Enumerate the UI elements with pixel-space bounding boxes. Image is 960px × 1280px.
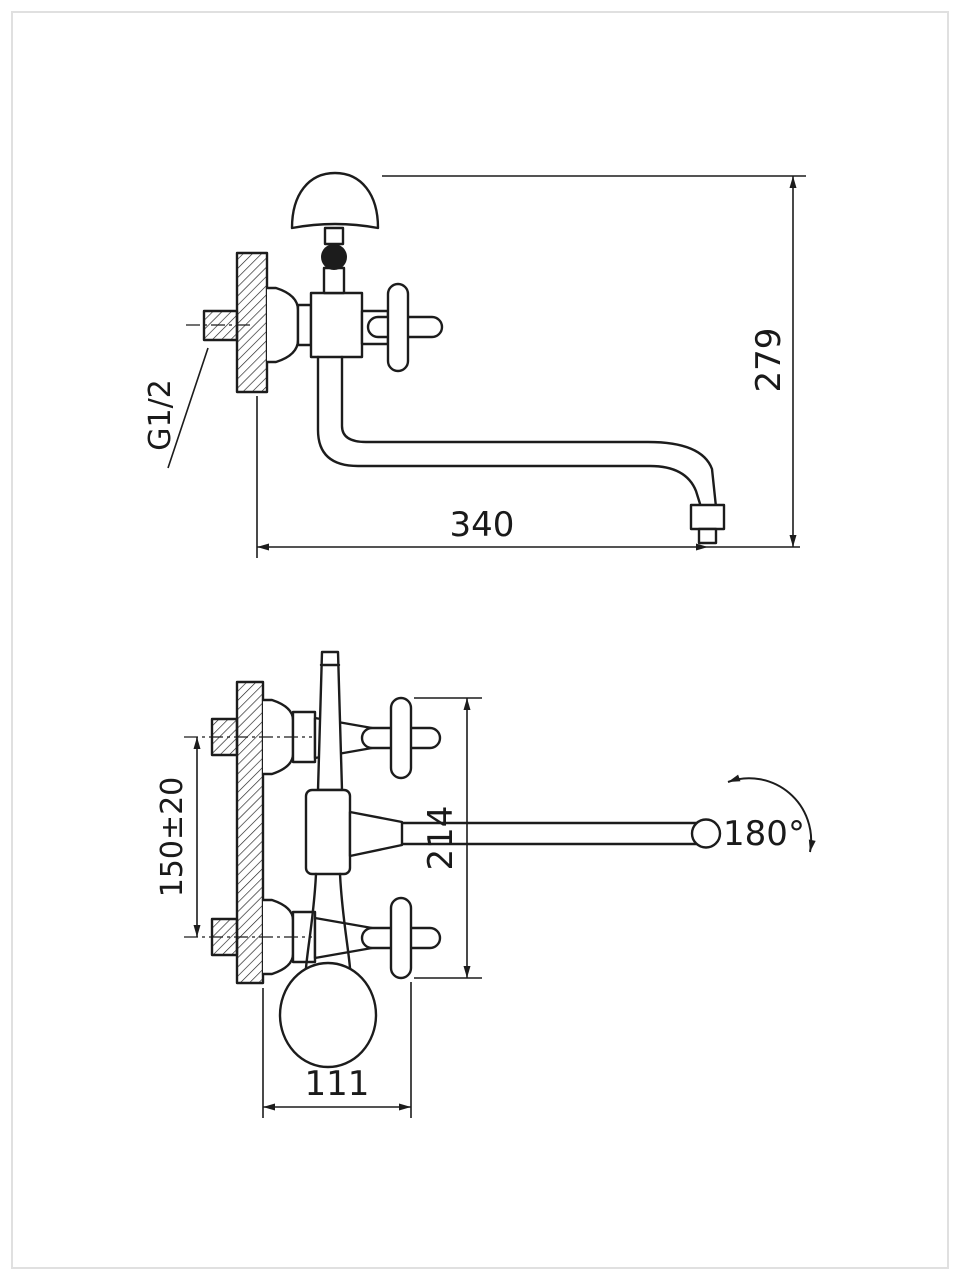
cross-handle-top-vertical — [389, 696, 413, 780]
dimension-150-label: 150±20 — [155, 777, 190, 898]
thread-size-label: G1/2 — [143, 379, 178, 451]
mixer-body-plan — [304, 788, 352, 876]
spout-nozzle-tip — [697, 527, 718, 545]
wall-section-hatch — [235, 251, 269, 394]
shower-handset-bulb — [278, 961, 378, 1069]
cross-handle-bottom-vertical — [389, 896, 413, 980]
side-view — [202, 171, 726, 545]
spout-end-cap — [690, 818, 722, 849]
swivel-arc-arrow — [727, 774, 816, 853]
spout-aerator — [689, 503, 726, 531]
dimension-279-label: 279 — [749, 328, 789, 393]
shower-riser-pipe — [316, 650, 344, 792]
leader-line-g12 — [167, 347, 209, 469]
diverter-knob-dome — [290, 171, 380, 230]
dimension-340-label: 340 — [450, 505, 515, 545]
image-border — [11, 11, 949, 1269]
mixer-body — [309, 291, 364, 359]
swivel-180-label: 180° — [723, 814, 805, 854]
hose-neck-right — [338, 872, 352, 970]
dimension-214-label: 214 — [421, 806, 461, 871]
dimension-111-label: 111 — [305, 1064, 370, 1104]
spout-outer-edge — [316, 355, 703, 509]
side-view-dimensions — [167, 175, 806, 558]
plan-view-dimensions — [193, 697, 482, 1118]
hose-neck-left — [304, 872, 318, 970]
cross-handle-vertical-arm — [386, 282, 410, 373]
connector-ring — [296, 303, 313, 347]
diverter-ball — [321, 244, 347, 270]
escutcheon-bell — [265, 286, 300, 364]
diverter-lower-neck — [322, 266, 346, 295]
spout-inner-edge — [340, 355, 718, 509]
diverter-upper-neck — [323, 226, 345, 246]
wall-section-hatch-plan — [235, 680, 265, 985]
